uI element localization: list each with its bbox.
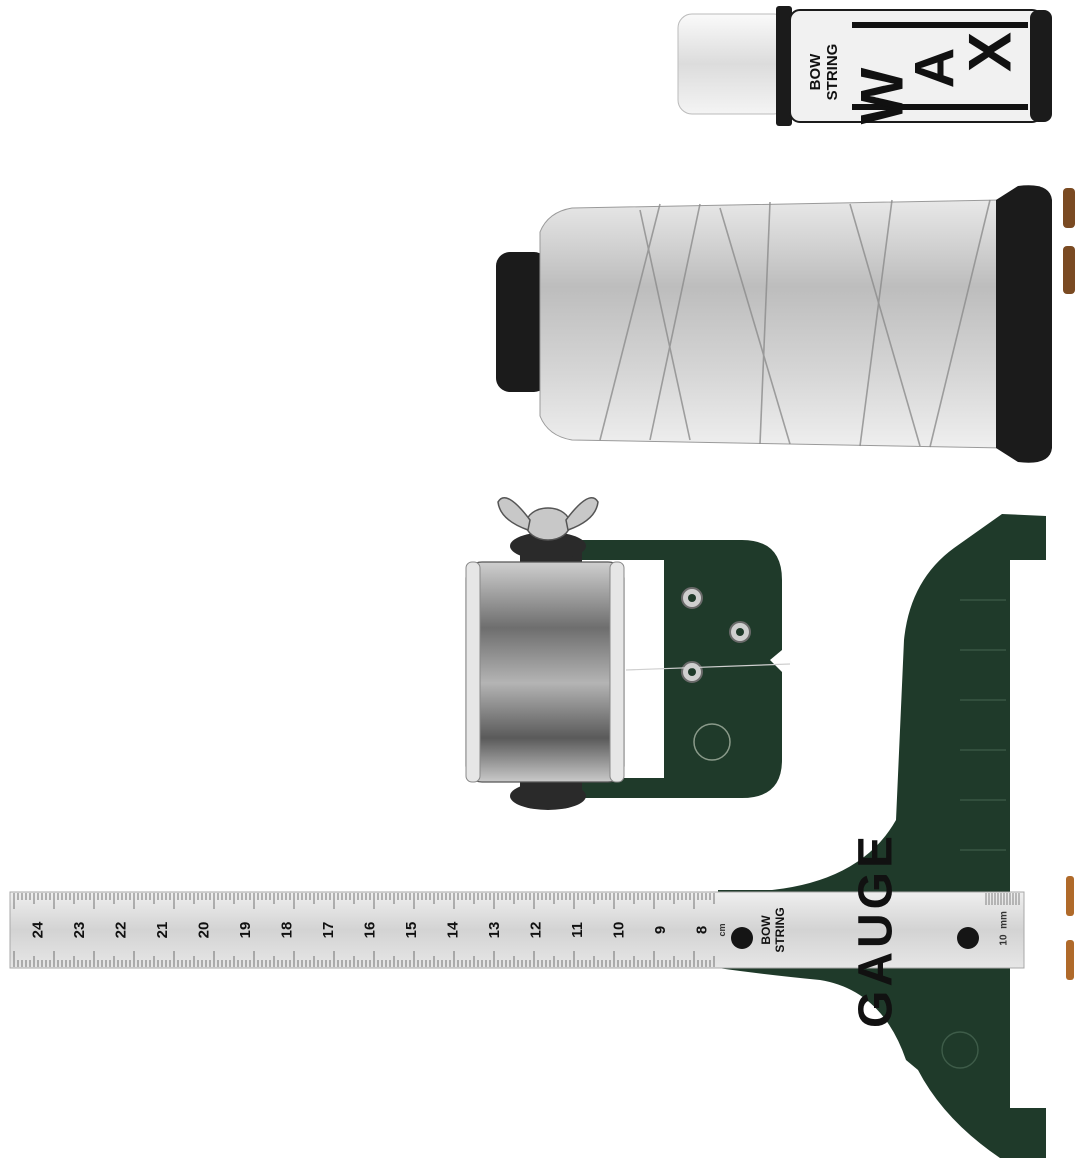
wax-tube-word: W A X	[849, 32, 1024, 124]
wax-tube-letter-x: X	[957, 32, 1024, 72]
gauge-brand-line2: STRING	[773, 907, 787, 952]
ruler-number-group: 11	[569, 922, 586, 938]
gauge-mm-unit: 10 mm	[999, 911, 1010, 946]
gauge-cm-label: cm	[717, 923, 727, 936]
wire-spool-flange-right	[609, 561, 625, 783]
gauge-word: GAUGE	[850, 832, 903, 1028]
edge-mark-3	[1066, 876, 1074, 916]
edge-mark-1	[1063, 188, 1075, 228]
ruler-number-group: 17	[320, 922, 337, 939]
gauge-cm-unit: cm	[717, 923, 727, 936]
ruler-number: 16	[362, 922, 379, 939]
ruler-number: 11	[569, 922, 586, 938]
ruler-number-group: 21	[154, 922, 171, 939]
wax-tube-brand: BOW STRING	[807, 44, 841, 101]
gauge-ruler-numbers: 24 23 22 21 20 19 18 17 16 15 14 13 12 11 10 9 8	[30, 921, 711, 938]
thread-spool	[496, 185, 1052, 463]
thread-spool-core-end	[496, 252, 548, 392]
thread-spool-flange	[996, 185, 1052, 463]
ruler-number: 19	[237, 922, 254, 939]
serving-jig-washer-bottom	[510, 782, 586, 810]
gauge-ruler	[9, 891, 1025, 969]
ruler-number-group: 18	[279, 922, 296, 939]
wing-nut-hub	[525, 507, 571, 541]
ruler-number-group: 10	[611, 922, 628, 939]
gauge-brand-line1: BOW	[759, 915, 773, 945]
ruler-number: 14	[445, 921, 462, 938]
ruler-number: 15	[403, 922, 420, 939]
ruler-number: 20	[196, 922, 213, 939]
ruler-number-group: 19	[237, 922, 254, 939]
wire-spool-flange-left	[465, 561, 481, 783]
serving-jig	[465, 497, 791, 810]
ruler-number-group: 20	[196, 922, 213, 939]
serving-thread	[625, 663, 791, 671]
serving-jig-hole-center-1	[688, 594, 696, 602]
wire-spool	[465, 561, 625, 783]
wax-tube-end	[1030, 10, 1052, 122]
gauge-body	[718, 514, 1046, 1158]
serving-jig-hole-center-2	[736, 628, 744, 636]
wax-tube-brand-line1: BOW	[807, 53, 824, 91]
wax-tube-letter-a: A	[903, 48, 966, 88]
ruler-number-group: 8	[694, 926, 711, 934]
wing-nut	[497, 497, 599, 541]
edge-marks	[1063, 188, 1075, 980]
ruler-number-group: 12	[528, 922, 545, 939]
gauge-ruler-ticks	[13, 893, 1020, 967]
ruler-number: 8	[694, 926, 711, 934]
ruler-number: 21	[154, 922, 171, 939]
edge-mark-4	[1066, 940, 1074, 980]
serving-jig-hole-center-3	[688, 668, 696, 676]
wing-nut-wing-right	[565, 497, 599, 531]
gauge-word-text: GAUGE	[850, 832, 903, 1028]
gauge-stamp	[941, 1031, 979, 1069]
edge-mark-2	[1063, 246, 1075, 294]
gauge-rivet-left	[731, 927, 753, 949]
thread-spool-windings	[539, 199, 1005, 449]
ruler-number: 12	[528, 922, 545, 939]
bow-string-gauge: 24 23 22 21 20 19 18 17 16 15 14 13 12 11 10 9 8 cm BOW …	[9, 514, 1046, 1158]
wax-tube-brand-line2: STRING	[824, 44, 841, 101]
thread-spool-wind-lines	[599, 199, 991, 448]
ruler-number-group: 15	[403, 922, 420, 939]
serving-jig-washer-top	[510, 532, 586, 560]
ruler-number: 24	[30, 921, 47, 938]
wax-tube-rule-top	[852, 22, 1028, 28]
serving-jig-stamp	[693, 723, 731, 761]
ruler-number: 13	[486, 922, 503, 939]
ruler-number: 22	[113, 922, 130, 939]
wax-tube-cap	[677, 13, 789, 115]
ruler-number-group: 24	[30, 921, 47, 938]
gauge-brand: BOW STRING	[759, 907, 787, 952]
ruler-number-group: 9	[652, 926, 669, 934]
ruler-number-group: 23	[71, 922, 88, 939]
ruler-number: 18	[279, 922, 296, 939]
ruler-number-group: 13	[486, 922, 503, 939]
ruler-number-group: 16	[362, 922, 379, 939]
ruler-number-group: 22	[113, 922, 130, 939]
ruler-number: 23	[71, 922, 88, 939]
ruler-number: 10	[611, 922, 628, 939]
ruler-number: 9	[652, 926, 669, 934]
gauge-rivet-right	[957, 927, 979, 949]
ruler-number: 17	[320, 922, 337, 939]
wax-tube-letter-w: W	[849, 67, 916, 124]
wax-tube-ring	[776, 6, 792, 126]
gauge-mm-value: 10	[999, 934, 1010, 946]
wax-tube-rule-bottom	[852, 104, 1028, 110]
wing-nut-wing-left	[497, 497, 531, 531]
gauge-fine-scale	[960, 599, 1006, 851]
gauge-mm-label: mm	[999, 911, 1010, 929]
ruler-number-group: 14	[445, 921, 462, 938]
wax-tube: BOW STRING W A X	[677, 6, 1052, 126]
